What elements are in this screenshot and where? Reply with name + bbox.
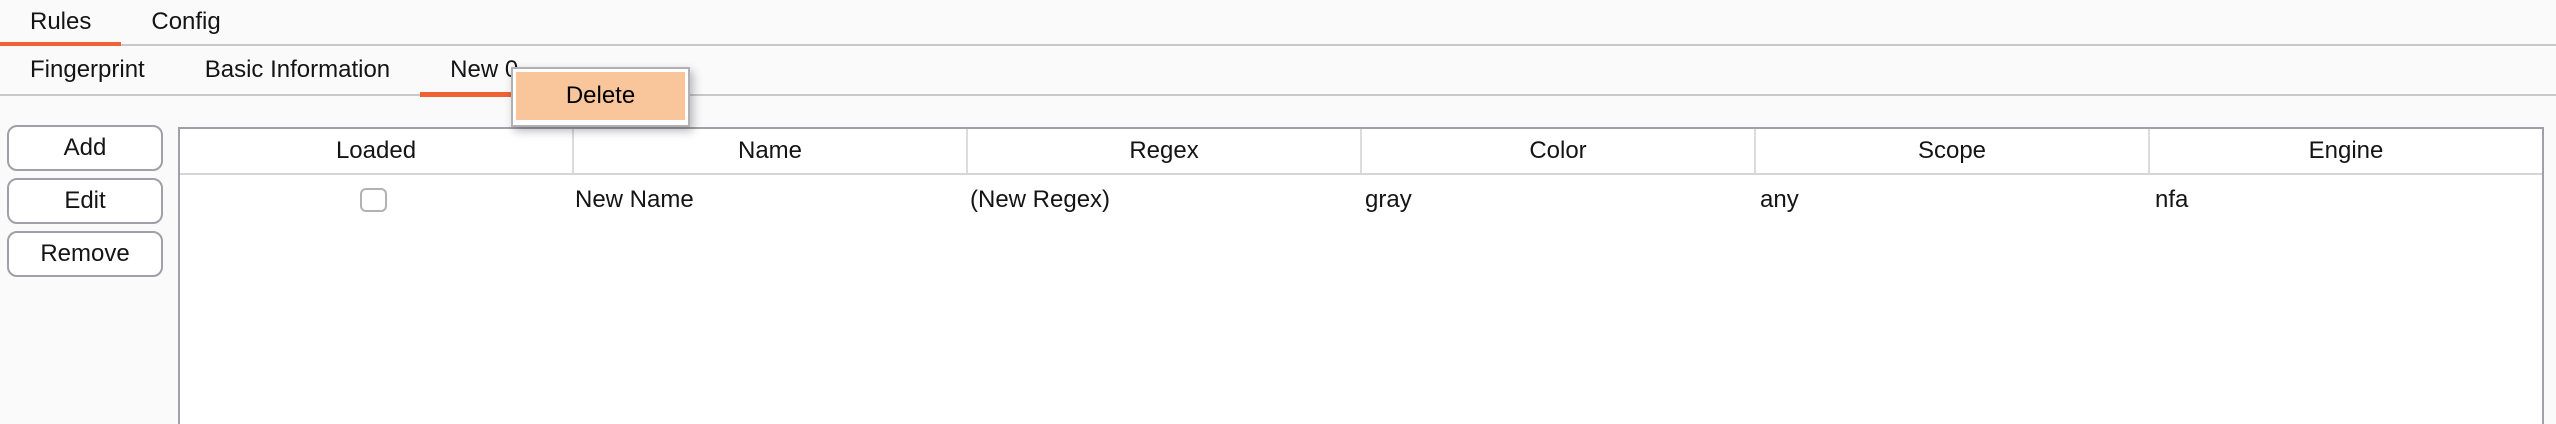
tab-fingerprint[interactable]: Fingerprint	[0, 46, 175, 94]
regex-cell: (New Regex)	[970, 186, 1111, 213]
table-row[interactable]: New Name (New Regex) gray any nfa	[180, 175, 2542, 225]
column-header-regex[interactable]: Regex	[968, 129, 1362, 173]
active-tab-underline	[420, 92, 549, 97]
secondary-tab-bar: Fingerprint Basic Information New 0	[0, 46, 2556, 97]
tab-rules[interactable]: Rules	[0, 0, 122, 47]
tab-config[interactable]: Config	[121, 0, 250, 44]
tab-rules-label: Rules	[30, 8, 92, 35]
rules-table: Loaded Name Regex Color Scope Engine New…	[178, 127, 2544, 424]
loaded-checkbox[interactable]	[360, 188, 387, 212]
column-header-engine[interactable]: Engine	[2308, 137, 2384, 164]
column-header-loaded[interactable]: Loaded	[180, 129, 574, 173]
active-tab-underline	[0, 42, 122, 47]
remove-button[interactable]: Remove	[7, 231, 163, 277]
primary-tab-bar: Rules Config	[0, 0, 2556, 47]
action-button-column: Add Edit Remove	[7, 125, 163, 277]
table-header-row: Loaded Name Regex Color Scope Engine	[180, 129, 2542, 175]
tab-basic-information-label: Basic Information	[204, 56, 391, 83]
add-button[interactable]: Add	[7, 125, 163, 171]
color-cell: gray	[1365, 186, 1412, 213]
column-header-scope[interactable]: Scope	[1756, 129, 2150, 173]
column-header-name[interactable]: Name	[574, 129, 968, 173]
tab-basic-information[interactable]: Basic Information	[175, 46, 420, 94]
loaded-cell	[180, 188, 567, 212]
context-menu-item-delete[interactable]: Delete	[516, 72, 685, 120]
engine-cell: nfa	[2155, 186, 2189, 213]
tab-new-0-label: New 0	[450, 56, 519, 83]
context-menu: Delete	[511, 67, 690, 127]
edit-button[interactable]: Edit	[7, 178, 163, 224]
name-cell: New Name	[575, 186, 694, 213]
tab-config-label: Config	[151, 8, 221, 35]
column-header-color[interactable]: Color	[1362, 129, 1756, 173]
scope-cell: any	[1760, 186, 1799, 213]
tab-fingerprint-label: Fingerprint	[30, 56, 145, 83]
tab-new-0[interactable]: New 0	[420, 46, 549, 97]
